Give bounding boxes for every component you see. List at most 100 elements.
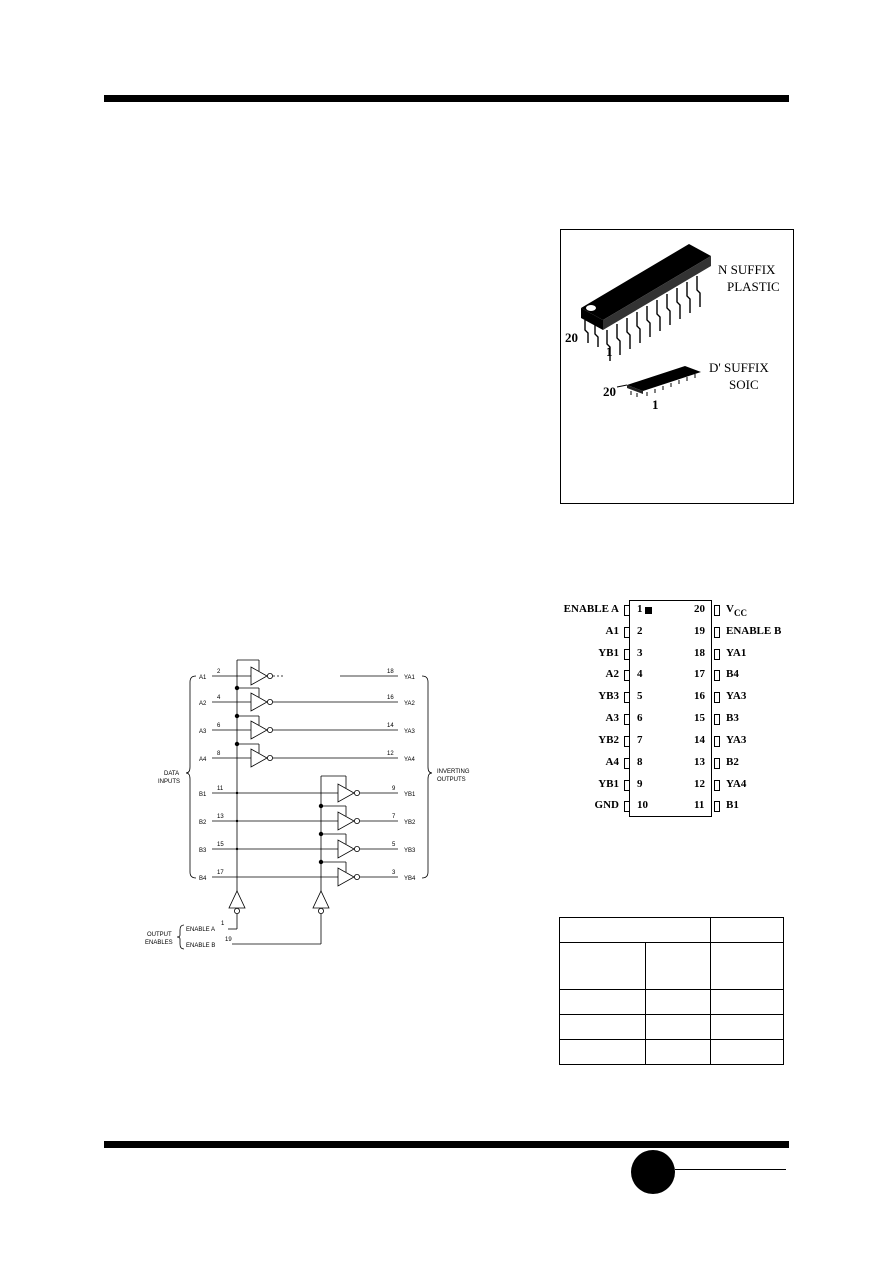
right-pin: 13 B2 <box>694 756 794 770</box>
b-input-label: B2 <box>199 820 207 826</box>
pin-stub <box>624 649 630 660</box>
a-output-label: YA4 <box>404 757 416 763</box>
b-output-pin: 7 <box>392 814 396 820</box>
a-input-pin: 2 <box>217 669 221 675</box>
pin-stub <box>714 649 720 660</box>
right-pin: 20 VCC <box>694 603 794 618</box>
table-row <box>559 1014 784 1040</box>
table-cell <box>710 1039 784 1065</box>
function-table <box>559 917 784 1065</box>
pin-number: 18 <box>694 647 705 659</box>
pin-stub <box>624 780 630 791</box>
b-input-pin: 15 <box>217 842 224 848</box>
pin-name: B2 <box>726 756 739 768</box>
pin-name: A1 <box>605 625 619 637</box>
left-pin: YB1 9 <box>557 778 717 792</box>
a-output-pin: 14 <box>387 723 394 729</box>
soic-suffix-label: D' SUFFIX <box>709 360 769 375</box>
b-input-pin: 13 <box>217 814 224 820</box>
enable-a-pin: 1 <box>221 921 225 927</box>
pin-stub <box>714 801 720 812</box>
left-pin: A2 4 <box>557 668 717 682</box>
plastic-pin-20-label: 20 <box>565 330 578 345</box>
pin-1-dot <box>645 607 652 614</box>
b-output-label: YB4 <box>404 876 416 882</box>
table-cell <box>559 1014 646 1040</box>
table-row <box>559 989 784 1015</box>
ic-body <box>629 600 712 817</box>
pin-stub <box>714 714 720 725</box>
output-enables-label: OUTPUT <box>147 932 172 938</box>
table-cell <box>559 1039 646 1065</box>
table-cell <box>559 942 646 990</box>
pin-number: 20 <box>694 603 705 615</box>
b-output-pin: 3 <box>392 870 396 876</box>
b-output-label: YB2 <box>404 820 416 826</box>
b-output-pin: 9 <box>392 786 396 792</box>
pin-name: ENABLE A <box>563 603 619 615</box>
b-input-pin: 11 <box>217 786 224 792</box>
enable-b-pin: 19 <box>225 937 232 943</box>
pin-number: 7 <box>637 734 643 746</box>
table-cell <box>710 989 784 1015</box>
pin-number: 9 <box>637 778 643 790</box>
a-output-pin: 18 <box>387 669 394 675</box>
pin-number: 5 <box>637 690 643 702</box>
left-pin: ENABLE A 1 <box>557 603 717 617</box>
right-pin: 12 YA4 <box>694 778 794 792</box>
a-input-pin: 6 <box>217 723 221 729</box>
table-row <box>559 1039 784 1065</box>
left-pin: A3 6 <box>557 712 717 726</box>
pin-stub <box>714 605 720 616</box>
right-pin: 11 B1 <box>694 799 794 813</box>
pin-number: 3 <box>637 647 643 659</box>
data-inputs-label: DATA <box>164 771 179 777</box>
pin-number: 2 <box>637 625 643 637</box>
right-pin: 16 YA3 <box>694 690 794 704</box>
data-inputs-label: INPUTS <box>158 779 180 785</box>
b-input-label: B1 <box>199 792 207 798</box>
left-pin: YB1 3 <box>557 647 717 661</box>
b-output-label: YB1 <box>404 792 416 798</box>
b-output-pin: 5 <box>392 842 396 848</box>
pin-number: 4 <box>637 668 643 680</box>
pin-name: YA1 <box>726 647 747 659</box>
pin-stub <box>714 692 720 703</box>
pin-number: 15 <box>694 712 705 724</box>
pin-stub <box>714 758 720 769</box>
pin-number: 1 <box>637 603 643 615</box>
pin-stub <box>714 780 720 791</box>
pin-stub <box>624 758 630 769</box>
a-input-label: A1 <box>199 675 207 681</box>
a-output-label: YA1 <box>404 675 416 681</box>
right-pin: 19 ENABLE B <box>694 625 794 639</box>
pin-number: 11 <box>694 799 705 811</box>
pin-stub <box>714 736 720 747</box>
pin-number: 10 <box>637 799 648 811</box>
inverting-outputs-label: OUTPUTS <box>437 777 466 783</box>
pin-number: 8 <box>637 756 643 768</box>
table-cell <box>559 989 646 1015</box>
pin-stub <box>624 692 630 703</box>
pin-name: A2 <box>605 668 619 680</box>
left-pin: GND 10 <box>557 799 717 813</box>
pin-name: B4 <box>726 668 739 680</box>
right-pin: 18 YA1 <box>694 647 794 661</box>
output-enables-label: ENABLES <box>145 940 173 946</box>
pin-name: YA3 <box>726 734 747 746</box>
table-cell <box>710 942 784 990</box>
left-pin: YB3 5 <box>557 690 717 704</box>
pin-stub <box>714 670 720 681</box>
pin-number: 16 <box>694 690 705 702</box>
right-pin: 15 B3 <box>694 712 794 726</box>
pin-name: A3 <box>605 712 619 724</box>
a-output-pin: 12 <box>387 751 394 757</box>
right-pin: 14 YA3 <box>694 734 794 748</box>
package-drawing <box>581 244 711 397</box>
soic-type-label: SOIC <box>729 377 759 392</box>
table-cell <box>644 1014 712 1040</box>
package-illustration-box: N SUFFIX PLASTIC D' SUFFIX SOIC 20 1 20 … <box>560 229 794 504</box>
pin-stub <box>714 627 720 638</box>
pin-stub <box>624 605 630 616</box>
